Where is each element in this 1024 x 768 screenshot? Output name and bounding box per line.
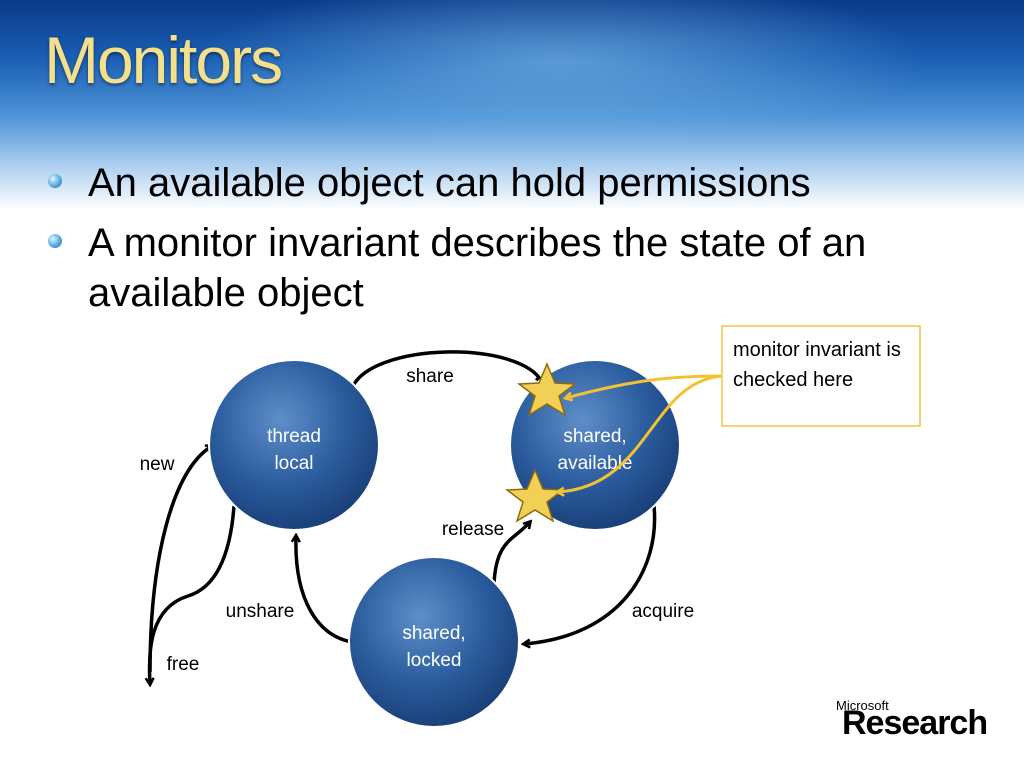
edge-release xyxy=(492,522,530,585)
node-shared-locked xyxy=(348,556,520,728)
bullet-text: A monitor invariant describes the state … xyxy=(88,221,867,315)
edge-label-new: new xyxy=(140,454,175,475)
edge-label-acquire: acquire xyxy=(632,601,694,622)
node-label: locked xyxy=(407,650,462,671)
bullet-icon xyxy=(48,234,62,248)
header-background xyxy=(0,0,1024,210)
slide-title: Monitors xyxy=(44,23,283,97)
logo-big-text: Research xyxy=(842,704,988,742)
node-label: available xyxy=(558,453,633,474)
star-icon xyxy=(516,362,578,417)
edge-new xyxy=(148,446,212,673)
edge-label-free: free xyxy=(167,654,200,675)
edge-label-release: release xyxy=(442,519,504,540)
callout-arrow xyxy=(566,374,723,398)
edge-unshare xyxy=(296,536,353,644)
node-label: shared, xyxy=(402,623,465,644)
microsoft-research-logo: Microsoft Research xyxy=(836,698,996,748)
invariant-note: monitor invariant is checked here xyxy=(721,325,921,427)
edge-acquire xyxy=(524,505,657,644)
callout-arrow xyxy=(558,374,723,492)
edge-label-unshare: unshare xyxy=(226,601,295,622)
node-label: shared, xyxy=(563,426,626,447)
node-thread-local xyxy=(208,359,380,531)
node-label: thread xyxy=(267,426,321,447)
edge-share xyxy=(350,350,542,389)
node-label: local xyxy=(274,453,313,474)
edge-free xyxy=(149,505,236,684)
bullet-icon xyxy=(48,174,62,188)
edge-label-share: share xyxy=(406,366,454,387)
bullet-text: An available object can hold permissions xyxy=(88,161,811,205)
logo-small-text: Microsoft xyxy=(836,698,889,713)
